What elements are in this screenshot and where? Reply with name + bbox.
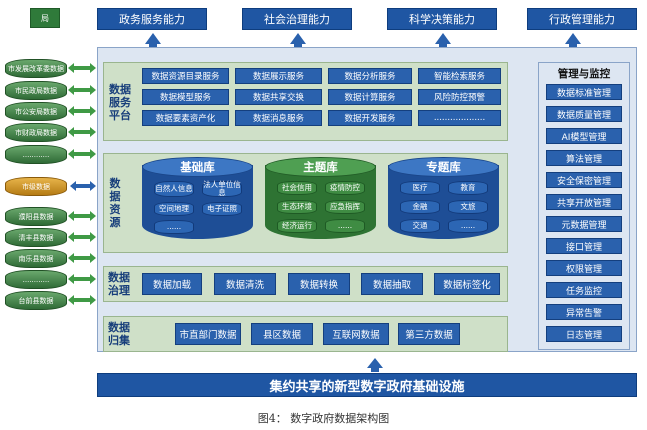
service-data-catalog[interactable]: 数据资源目录服务: [142, 68, 229, 84]
service-data-display[interactable]: 数据展示服务: [235, 68, 322, 84]
special-cell-finance: 金融: [400, 200, 440, 214]
governance-data-load[interactable]: 数据加载: [142, 273, 202, 295]
figure-caption: 图4： 数字政府数据架构图: [257, 412, 390, 425]
resources-layer-title: 数 据 资 源: [104, 168, 126, 238]
service-title-line3: 平台: [109, 108, 131, 122]
source-county-more[interactable]: ............: [5, 270, 67, 289]
collection-third-party[interactable]: 第三方数据: [398, 323, 460, 345]
source-arrow-blue: [70, 181, 96, 191]
collection-layer-title: 数据 归集: [104, 317, 134, 351]
service-data-sharing[interactable]: 数据共享交换: [235, 89, 322, 105]
theme-library-name: 主题库: [303, 160, 338, 174]
theme-library-top: [265, 157, 376, 177]
service-risk-warning[interactable]: 风险防控预警: [418, 89, 501, 105]
base-library-top: [142, 157, 253, 177]
source-city-level[interactable]: 市级数据: [5, 177, 67, 196]
theme-cell-more: ......: [325, 219, 365, 233]
service-more[interactable]: ...................: [418, 110, 501, 126]
service-data-message[interactable]: 数据消息服务: [235, 110, 322, 126]
foundation-bar: 集约共享的新型数字政府基础设施: [97, 373, 637, 397]
service-title-line1: 数据: [109, 82, 131, 96]
special-cell-medical: 医疗: [400, 181, 440, 195]
base-library[interactable]: 基础库 自然人信息 法人单位信息 空间地理 电子证照 ......: [142, 157, 253, 245]
mgmt-security[interactable]: 安全保密管理: [546, 172, 622, 188]
source-city-more[interactable]: ............: [5, 145, 67, 164]
base-cell-geo: 空间地理: [154, 202, 194, 216]
base-cell-legal: 法人单位信息: [202, 180, 242, 197]
collection-city-depts[interactable]: 市直部门数据: [175, 323, 241, 345]
resources-title-2: 据: [109, 190, 121, 203]
governance-data-tagging[interactable]: 数据标签化: [434, 273, 500, 295]
collection-title-1: 数据: [108, 321, 130, 334]
theme-library[interactable]: 主题库 社会信用 疫情防控 生态环境 应急指挥 经济运行 ......: [265, 157, 376, 245]
governance-data-transform[interactable]: 数据转换: [288, 273, 350, 295]
resources-title-3: 资: [109, 203, 121, 216]
governance-data-extract[interactable]: 数据抽取: [361, 273, 423, 295]
service-data-compute[interactable]: 数据计算服务: [328, 89, 412, 105]
source-nanle-county[interactable]: 南乐县数据: [5, 249, 67, 268]
service-data-model[interactable]: 数据模型服务: [142, 89, 229, 105]
special-library-name: 专题库: [426, 160, 461, 174]
special-cell-education: 教育: [448, 181, 488, 195]
special-cell-tourism: 文旅: [448, 200, 488, 214]
collection-title-2: 归集: [108, 334, 130, 347]
mgmt-data-quality[interactable]: 数据质量管理: [546, 106, 622, 122]
base-cell-person: 自然人信息: [154, 181, 194, 197]
source-public-security[interactable]: 市公安局数据: [5, 102, 67, 121]
mgmt-ai-model[interactable]: AI模型管理: [546, 128, 622, 144]
theme-cell-emergency: 应急指挥: [325, 200, 365, 214]
governance-title-1: 数据: [108, 271, 130, 284]
mgmt-sharing[interactable]: 共享开放管理: [546, 194, 622, 210]
special-library-top: [388, 157, 499, 177]
management-title: 管理与监控: [557, 68, 611, 80]
mgmt-alarm[interactable]: 异常告警: [546, 304, 622, 320]
mgmt-permission[interactable]: 权限管理: [546, 260, 622, 276]
theme-cell-credit: 社会信用: [277, 181, 317, 195]
source-civil-affairs[interactable]: 市民政局数据: [5, 81, 67, 100]
theme-cell-ecology: 生态环境: [277, 200, 317, 214]
service-layer-title: 数据 服务 平台: [104, 74, 136, 130]
source-development-reform[interactable]: 市发展改革委数据: [5, 59, 67, 78]
mgmt-interface[interactable]: 接口管理: [546, 238, 622, 254]
governance-title-2: 治理: [108, 284, 130, 297]
source-finance[interactable]: 市财政局数据: [5, 123, 67, 142]
source-taiqian-county[interactable]: 台前县数据: [5, 291, 67, 310]
special-cell-more: ......: [448, 219, 488, 233]
resources-title-1: 数: [109, 177, 121, 190]
service-data-analysis[interactable]: 数据分析服务: [328, 68, 412, 84]
mgmt-task-monitor[interactable]: 任务监控: [546, 282, 622, 298]
source-puyang-county[interactable]: 濮阳县数据: [5, 207, 67, 226]
mgmt-metadata[interactable]: 元数据管理: [546, 216, 622, 232]
theme-cell-economy: 经济运行: [277, 219, 317, 233]
special-cell-transport: 交通: [400, 219, 440, 233]
governance-data-clean[interactable]: 数据清洗: [214, 273, 276, 295]
bureau-label: 局: [30, 8, 60, 28]
base-cell-more: ......: [154, 220, 194, 234]
governance-layer-title: 数据 治理: [104, 267, 134, 301]
capability-government-service[interactable]: 政务服务能力: [97, 8, 207, 30]
source-arrows-green: [68, 63, 96, 305]
theme-cell-epidemic: 疫情防控: [325, 181, 365, 195]
capability-scientific-decision[interactable]: 科学决策能力: [387, 8, 497, 30]
base-cell-license: 电子证照: [202, 202, 242, 216]
service-title-line2: 服务: [109, 95, 131, 109]
capability-social-governance[interactable]: 社会治理能力: [242, 8, 352, 30]
base-library-name: 基础库: [180, 160, 215, 174]
collection-internet-data[interactable]: 互联网数据: [323, 323, 389, 345]
mgmt-algorithm[interactable]: 算法管理: [546, 150, 622, 166]
collection-county-data[interactable]: 县区数据: [251, 323, 313, 345]
special-library[interactable]: 专题库 医疗 教育 金融 文旅 交通 ......: [388, 157, 499, 245]
service-smart-search[interactable]: 智能检索服务: [418, 68, 501, 84]
capability-administrative-management[interactable]: 行政管理能力: [527, 8, 637, 30]
mgmt-log[interactable]: 日志管理: [546, 326, 622, 342]
service-data-assetization[interactable]: 数据要素资产化: [142, 110, 229, 126]
mgmt-data-standard[interactable]: 数据标准管理: [546, 84, 622, 100]
resources-title-4: 源: [109, 216, 121, 229]
source-qingfeng-county[interactable]: 清丰县数据: [5, 228, 67, 247]
service-data-development[interactable]: 数据开发服务: [328, 110, 412, 126]
